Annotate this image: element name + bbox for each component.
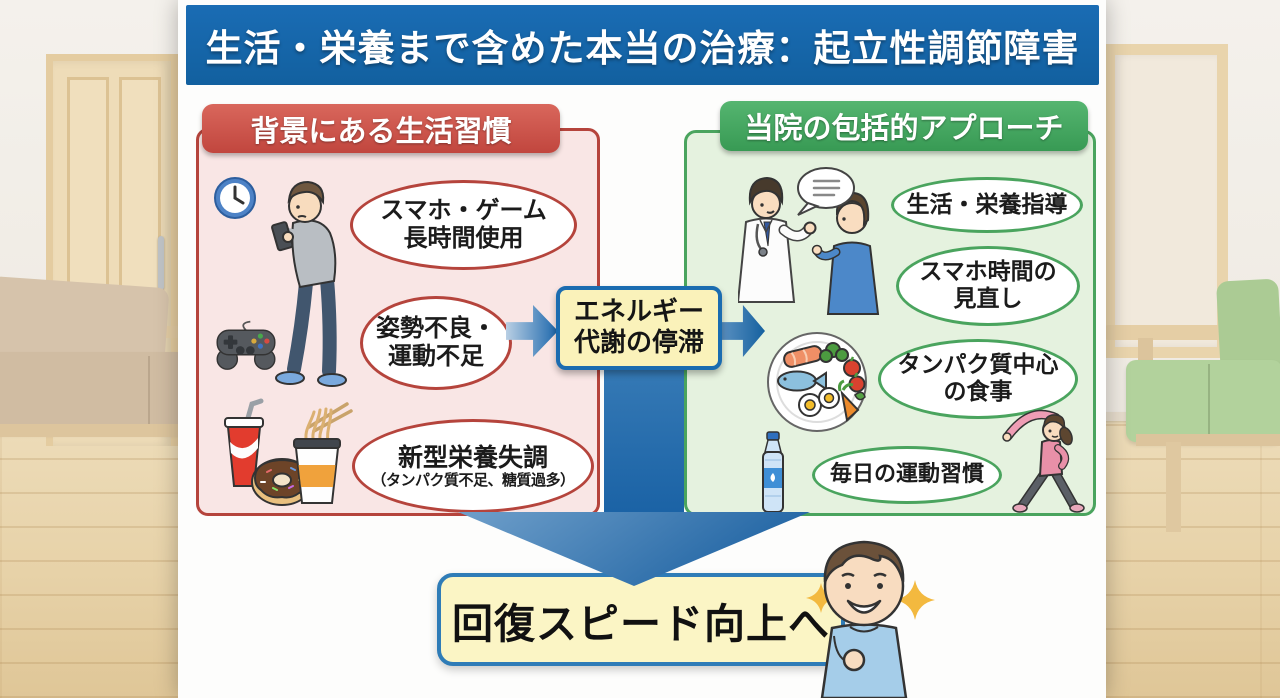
bubble-subline: （タンパク質不足、糖質過多） [371,470,575,489]
bubble-line: タンパク質中心 [897,352,1059,379]
smartphone-boy-illustration [271,180,347,387]
approach-box-header: 当院の包括的アプローチ [720,101,1088,151]
cup-noodle-icon [293,402,353,504]
recovery-box: 回復スピード向上へ [437,573,845,666]
doctor-patient-illustration [738,167,880,315]
game-controller-icon [216,320,276,370]
bubble-lifestyle-nutrition-guidance: 生活・栄養指導 [891,177,1083,233]
right-sofa-rail [1136,434,1280,446]
page-title: 生活・栄養まで含めた本当の治療：起立性調節障害 [205,27,1080,70]
arrow-down-shaft [604,370,684,516]
stretching-woman-illustration [1002,409,1085,513]
speech-bubble-icon [797,167,855,216]
water-bottle-icon [762,431,784,513]
arrow-right-icon [506,305,558,357]
bubble-posture-exercise: 姿勢不良・ 運動不足 [360,296,512,390]
right-sofa-seat [1126,360,1280,442]
bubble-line: 長時間使用 [403,224,524,252]
happy-boy-illustration [820,540,908,698]
right-sofa-seam [1208,364,1210,438]
right-sofa-armrest [1102,325,1230,340]
left-door-handle [158,236,164,290]
bubble-new-malnutrition: 新型栄養失調 （タンパク質不足、糖質過多） [352,419,594,513]
left-sofa-seam [148,356,150,428]
energy-stagnation-box: エネルギー 代謝の停滞 [556,286,722,370]
approach-header-label: 当院の包括的アプローチ [744,111,1064,145]
bubble-line: の食事 [943,379,1013,405]
bubble-line: 新型栄養失調 [397,442,548,472]
clock-icon [214,177,256,219]
bubble-line: 姿勢不良・ [376,314,496,343]
bubble-line: 見直し [953,286,1023,312]
lifestyle-header-label: 背景にある生活習慣 [250,113,512,148]
bubble-line: 生活・栄養指導 [906,191,1068,218]
energy-line: エネルギー [573,296,704,327]
meal-plate-icon [767,332,867,432]
bubble-smartphone-time-review: スマホ時間の 見直し [896,246,1080,326]
donut-icon [251,458,313,506]
bubble-smartphone-game: スマホ・ゲーム 長時間使用 [350,180,577,270]
soda-cup-icon [224,398,264,487]
lifestyle-box-header: 背景にある生活習慣 [202,104,560,153]
bubble-line: 運動不足 [388,342,484,370]
right-sofa-leg [1166,442,1181,532]
sparkle-icon [895,580,935,620]
recovery-label: 回復スピード向上へ [452,599,830,648]
bubble-line: 毎日の運動習慣 [829,462,984,488]
right-door-frame [1104,44,1228,358]
bubble-line: スマホ・ゲーム [380,196,547,225]
bubble-daily-exercise-habit: 毎日の運動習慣 [812,446,1002,504]
energy-line: 代謝の停滞 [573,328,704,358]
bubble-protein-centered-diet: タンパク質中心 の食事 [878,339,1078,419]
arrow-right-icon [719,305,765,357]
bubble-line: スマホ時間の [919,259,1057,286]
sparkle-icon [806,583,836,613]
title-banner: 生活・栄養まで含めた本当の治療：起立性調節障害 [186,5,1099,85]
